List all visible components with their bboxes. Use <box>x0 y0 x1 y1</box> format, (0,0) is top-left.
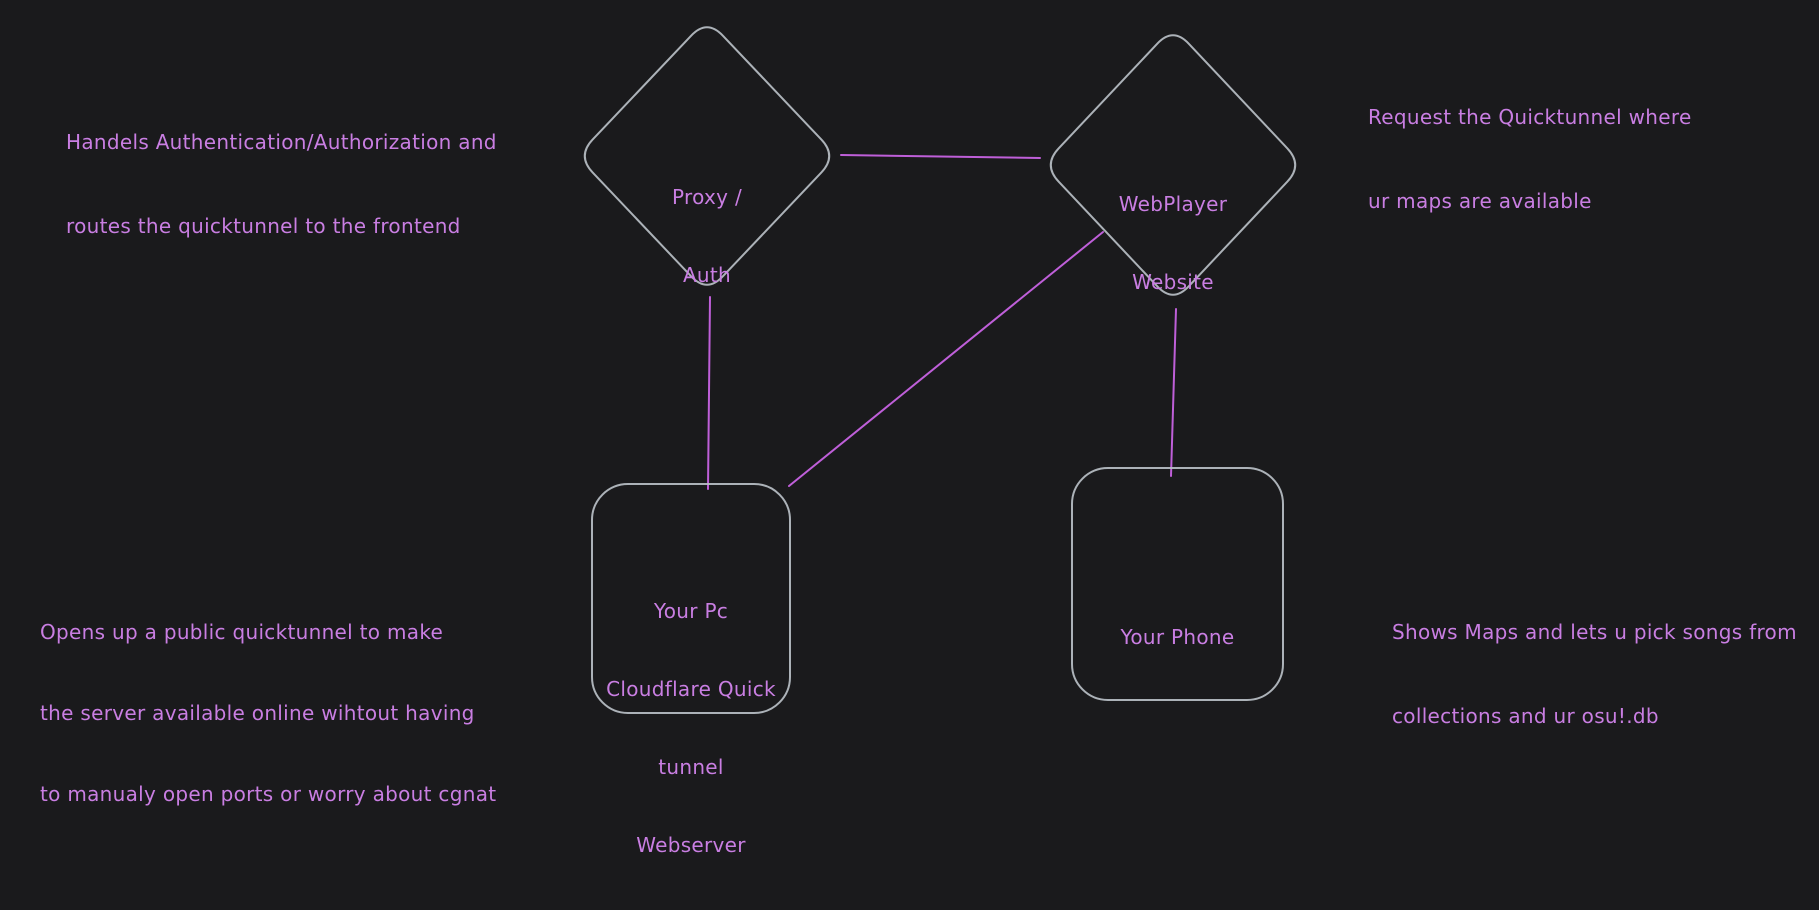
annotation-line: to manualy open ports or worry about cgn… <box>40 782 497 806</box>
label-line: Cloudflare Quick <box>606 677 776 701</box>
label-line: WebPlayer <box>1118 192 1228 216</box>
label-line: Your Pc <box>653 599 729 623</box>
pc-webserver-box[interactable] <box>591 483 791 714</box>
label-line: Proxy / <box>672 185 742 209</box>
proxy-auth-label: Proxy / Auth <box>577 132 837 340</box>
annotation-line: collections and ur osu!.db <box>1392 704 1659 728</box>
your-phone-box[interactable] <box>1071 467 1284 701</box>
annotation-line: Handels Authentication/Authorization and <box>66 130 497 154</box>
label-line: Webserver <box>636 833 746 857</box>
proxy-auth-diamond[interactable] <box>583 26 831 286</box>
edge-proxy-to-webplayer[interactable] <box>840 154 1041 159</box>
annotation-proxy-auth: Handels Authentication/Authorization and… <box>66 72 497 296</box>
webplayer-website-diamond[interactable] <box>1049 34 1297 296</box>
label-line: Your Phone <box>1120 625 1235 649</box>
annotation-line: Opens up a public quicktunnel to make <box>40 620 444 644</box>
diagram-shapes-layer <box>583 26 1297 714</box>
pc-webserver-label: Your Pc Cloudflare Quick tunnel Webserve… <box>592 546 790 910</box>
annotation-line: Request the Quicktunnel where <box>1368 105 1692 129</box>
label-line: Auth <box>682 263 732 287</box>
label-line: tunnel <box>658 755 724 779</box>
edge-proxy-to-webserver[interactable] <box>707 296 711 490</box>
annotation-phone: Shows Maps and lets u pick songs from co… <box>1392 562 1797 786</box>
annotation-line: Shows Maps and lets u pick songs from <box>1392 620 1797 644</box>
annotation-webserver: Opens up a public quicktunnel to make th… <box>40 565 496 862</box>
edge-webplayer-to-webserver[interactable] <box>788 231 1104 487</box>
diagram-canvas: Proxy / Auth WebPlayer Website Your Pc C… <box>40 26 1797 857</box>
annotation-line: the server available online wihtout havi… <box>40 701 475 725</box>
annotation-line: ur maps are available <box>1368 189 1592 213</box>
label-line: Website <box>1132 270 1214 294</box>
annotation-webplayer: Request the Quicktunnel where ur maps ar… <box>1368 47 1692 271</box>
your-phone-label: Your Phone <box>1072 572 1283 702</box>
webplayer-website-label: WebPlayer Website <box>1043 139 1303 347</box>
edge-webplayer-to-phone[interactable] <box>1170 308 1177 477</box>
annotation-line: routes the quicktunnel to the frontend <box>66 214 461 238</box>
